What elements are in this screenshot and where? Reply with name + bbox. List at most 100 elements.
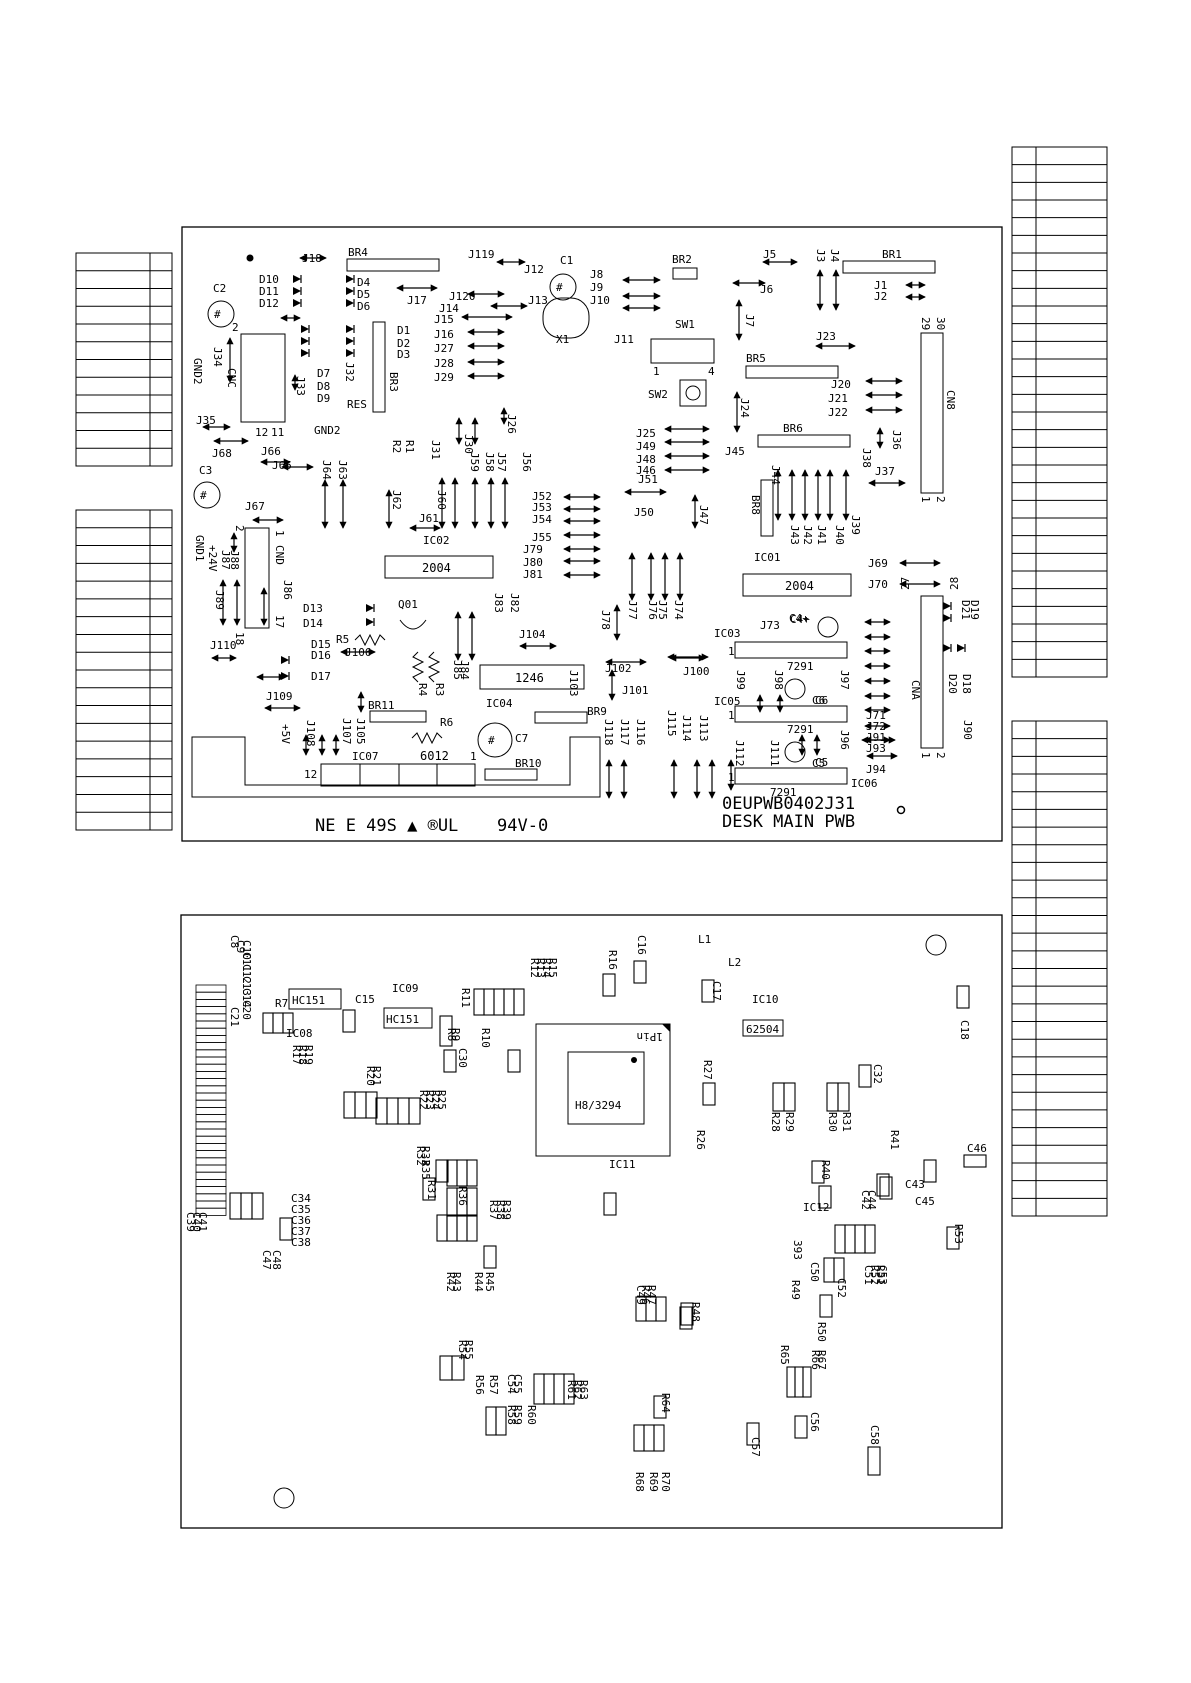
- component-label: J51: [638, 473, 658, 486]
- mounting-hole: [273, 1487, 295, 1509]
- component-label: R46: [639, 1285, 652, 1305]
- component-label: J111: [768, 740, 781, 767]
- svg-text:2: 2: [232, 321, 239, 334]
- component-label: R5: [336, 633, 349, 646]
- component-label: R50: [815, 1322, 828, 1342]
- edge-connector-pin: [195, 984, 227, 993]
- ic-ic05: IC05 1 7291: [714, 695, 848, 736]
- smd-pad: [834, 1224, 846, 1254]
- component-label: J101: [622, 684, 649, 697]
- smd-component: [963, 1154, 987, 1168]
- bottom-board-outline: [180, 914, 1003, 1529]
- svg-text:CND: CND: [273, 545, 286, 565]
- top-board-outline: [181, 226, 1003, 842]
- svg-text:1: 1: [653, 365, 660, 378]
- smd-component: [602, 973, 616, 997]
- component-label: J25: [636, 427, 656, 440]
- resistor-r4: [411, 651, 425, 683]
- component-label: J73: [760, 619, 780, 632]
- component-label: R11: [459, 988, 472, 1008]
- component-label: R31: [840, 1112, 853, 1132]
- edge-connector-pin: [195, 1157, 227, 1166]
- component-label: J18: [302, 252, 322, 265]
- svg-text:12: 12: [304, 768, 317, 781]
- component-label: C55: [511, 1374, 524, 1394]
- smd-component: [702, 1082, 716, 1106]
- component-label: R26: [694, 1130, 707, 1150]
- component-label: J58: [483, 452, 496, 472]
- diode-symbol: [943, 644, 951, 652]
- component-label: J81: [523, 568, 543, 581]
- component-label: C53: [876, 1265, 889, 1285]
- component-label: J11: [614, 333, 634, 346]
- component-label: R13: [534, 958, 547, 978]
- component-label: R30: [826, 1112, 839, 1132]
- edge-connector-pin: [195, 1107, 227, 1116]
- component-label: J108: [304, 720, 317, 747]
- component-label: J77: [626, 600, 639, 620]
- smd-pad: [343, 1091, 356, 1119]
- diode-symbol: [301, 349, 309, 357]
- svg-text:1Pin: 1Pin: [637, 1030, 664, 1043]
- component-label: J118: [602, 719, 615, 746]
- bridge-label: BR11: [368, 699, 395, 712]
- component-label: R55: [462, 1340, 475, 1360]
- component-label: C40: [190, 1212, 203, 1232]
- component-label: J55: [532, 531, 552, 544]
- top-board: BR4 BR2 BR1 BR3 BR5 BR6 BR8 BR11 BR9 BR1…: [181, 226, 1003, 842]
- ic-ic04: 1246 IC04: [479, 664, 585, 710]
- svg-text:IC05: IC05: [714, 695, 741, 708]
- component-label: GND2: [191, 358, 204, 385]
- component-label: J35: [196, 414, 216, 427]
- component-label: J60: [435, 490, 448, 510]
- smd-pad: [495, 1406, 507, 1436]
- smd-pad: [365, 1091, 378, 1119]
- component-label: J110: [210, 639, 237, 652]
- left-table-bottom: [75, 509, 173, 831]
- svg-text:IC06: IC06: [851, 777, 878, 790]
- diode-symbol: [281, 672, 289, 680]
- component-label: J68: [212, 447, 232, 460]
- svg-text:393: 393: [791, 1240, 804, 1260]
- svg-text:IC03: IC03: [714, 627, 741, 640]
- edge-connector-pin: [195, 991, 227, 1000]
- left-table-top: [75, 252, 173, 467]
- component-label: C49: [634, 1285, 647, 1305]
- component-label: R1: [403, 440, 416, 453]
- diode-symbol: [346, 299, 354, 307]
- component-label: R52: [868, 1265, 881, 1285]
- connector-cn8: CN8 29 30 1 2: [919, 317, 957, 503]
- smd-pad: [833, 1257, 845, 1283]
- component-label: C20: [240, 1000, 253, 1020]
- component-label: D9: [317, 392, 330, 405]
- smd-pad: [446, 1214, 458, 1242]
- component-label: C50: [808, 1262, 821, 1282]
- bridge-label: BR1: [882, 248, 902, 261]
- component-label: R10: [479, 1028, 492, 1048]
- edge-connector-pin: [195, 1063, 227, 1072]
- component-label: J34: [211, 347, 224, 367]
- edge-connector-pin: [195, 1020, 227, 1029]
- smd-component: [507, 1049, 521, 1073]
- edge-connector-pin: [195, 1049, 227, 1058]
- component-label: D16: [311, 649, 331, 662]
- svg-text:#: #: [556, 281, 563, 294]
- edge-connector-pin: [195, 1071, 227, 1080]
- component-label: C56: [808, 1412, 821, 1432]
- component-label: R18: [296, 1045, 309, 1065]
- component-label: J104: [519, 628, 546, 641]
- edge-connector-pin: [195, 1186, 227, 1195]
- diode-symbol: [281, 656, 289, 664]
- component-label: D18: [960, 674, 973, 694]
- component-label: C15: [355, 993, 375, 1006]
- svg-text:X1: X1: [556, 333, 569, 346]
- smd-component: [435, 1159, 449, 1183]
- component-label: J67: [245, 500, 265, 513]
- bridge-label: BR10: [515, 757, 542, 770]
- resistor-r3: [427, 651, 441, 683]
- ic-ic01: 2004 IC01: [742, 551, 852, 597]
- svg-text:#: #: [214, 308, 221, 321]
- component-label: J23: [816, 330, 836, 343]
- component-label: J26: [505, 414, 518, 434]
- ic-ic06: 1 7291 IC06: [728, 767, 878, 799]
